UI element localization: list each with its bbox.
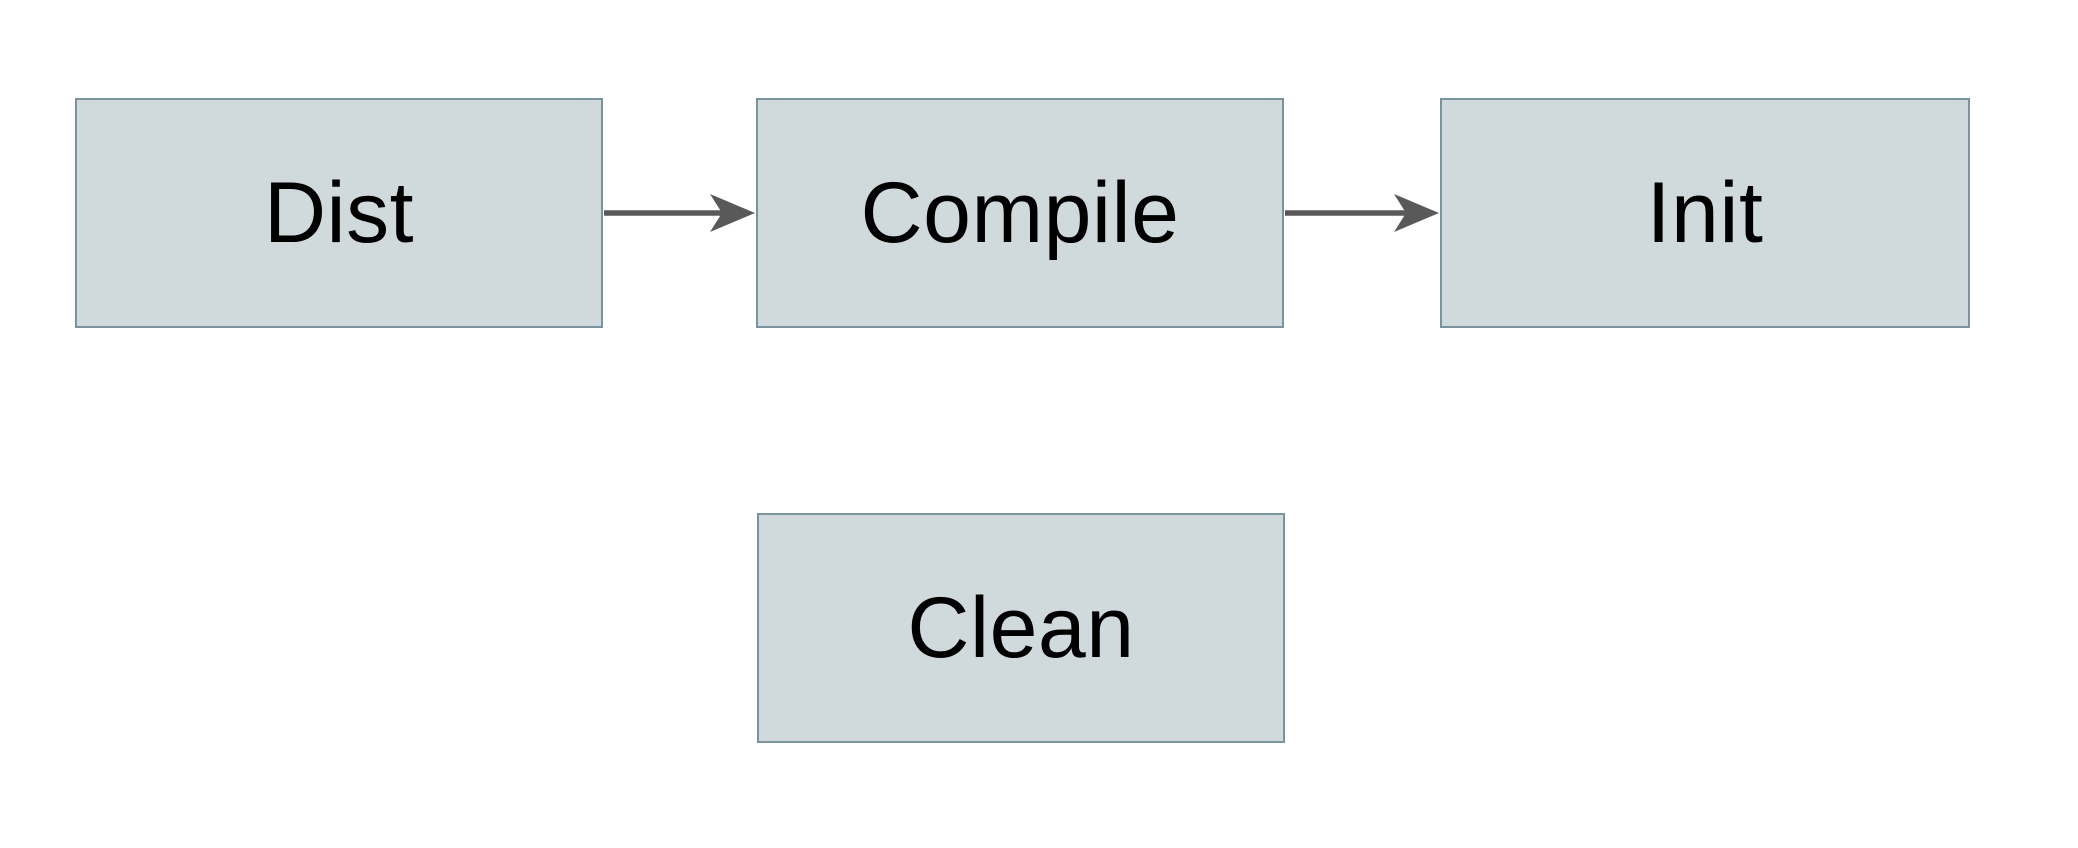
node-init[interactable]: Init [1440, 98, 1970, 328]
node-label-compile: Compile [860, 165, 1180, 261]
node-dist[interactable]: Dist [75, 98, 603, 328]
node-label-clean: Clean [907, 580, 1135, 676]
arrowhead-dist-compile[interactable] [710, 194, 755, 232]
node-compile[interactable]: Compile [756, 98, 1284, 328]
node-label-dist: Dist [263, 165, 415, 261]
node-label-init: Init [1646, 165, 1764, 261]
node-clean[interactable]: Clean [757, 513, 1285, 743]
arrowhead-compile-init[interactable] [1394, 194, 1439, 232]
